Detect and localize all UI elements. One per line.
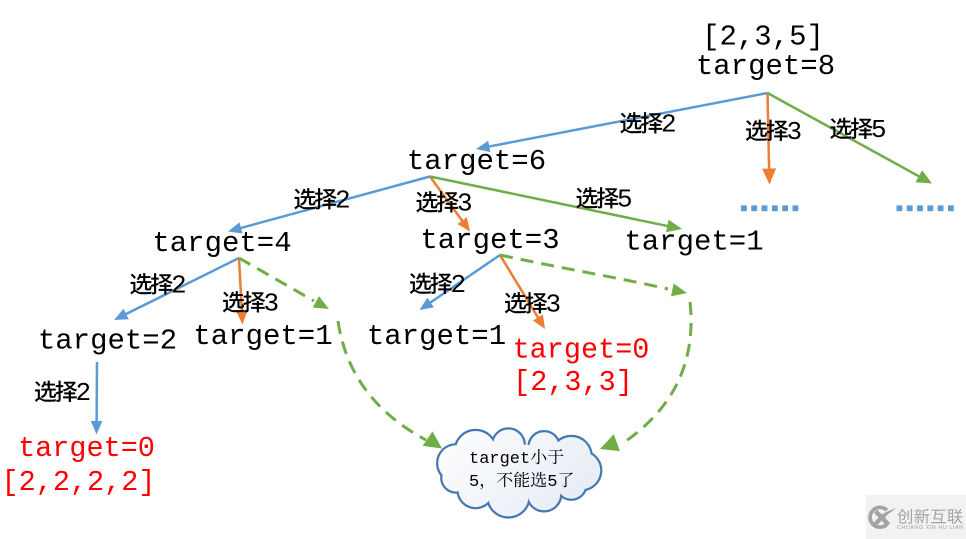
svg-text:target=3: target=3 bbox=[420, 224, 559, 257]
svg-text:5: 5 bbox=[871, 115, 887, 145]
svg-text:target=4: target=4 bbox=[152, 227, 291, 260]
svg-text:5: 5 bbox=[617, 185, 633, 215]
svg-text:3: 3 bbox=[457, 189, 473, 219]
svg-text:5: 5 bbox=[547, 473, 557, 492]
svg-text:target: target bbox=[469, 450, 530, 469]
svg-text:target=8: target=8 bbox=[696, 50, 835, 83]
svg-text:[2,2,2,2]: [2,2,2,2] bbox=[2, 466, 156, 499]
svg-text:2: 2 bbox=[76, 378, 92, 408]
svg-text:target=2: target=2 bbox=[38, 325, 177, 358]
svg-text:3: 3 bbox=[787, 117, 803, 147]
svg-text:2: 2 bbox=[335, 186, 351, 216]
svg-text:target=0: target=0 bbox=[513, 334, 650, 367]
svg-text:3: 3 bbox=[546, 290, 562, 320]
svg-text:CHUANG XIN HU LIAN: CHUANG XIN HU LIAN bbox=[897, 525, 963, 531]
svg-text:target=6: target=6 bbox=[407, 145, 546, 178]
svg-text:2: 2 bbox=[451, 270, 467, 300]
svg-text:[2,3,5]: [2,3,5] bbox=[702, 21, 824, 54]
svg-text:5: 5 bbox=[469, 473, 479, 492]
svg-text:[2,3,3]: [2,3,3] bbox=[513, 366, 633, 399]
svg-text:target=1: target=1 bbox=[367, 320, 506, 353]
svg-text:3: 3 bbox=[264, 289, 280, 319]
svg-text:target=0: target=0 bbox=[18, 432, 155, 465]
svg-text:2: 2 bbox=[661, 110, 677, 140]
svg-text:target=1: target=1 bbox=[193, 320, 332, 353]
svg-text:target=1: target=1 bbox=[624, 226, 763, 259]
svg-text:2: 2 bbox=[171, 271, 187, 301]
